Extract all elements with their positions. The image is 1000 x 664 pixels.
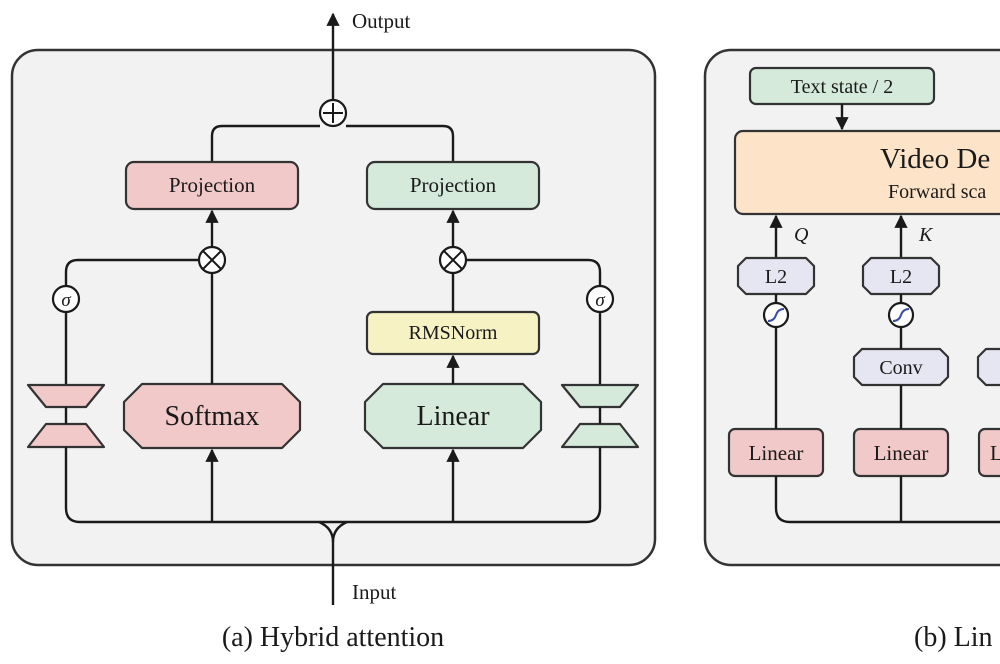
linear-k-box: Linear <box>852 427 950 478</box>
rmsnorm-box: RMSNorm <box>365 310 541 356</box>
wire-gate-left-to-mul <box>64 258 199 286</box>
bottleneck-right-icon <box>560 383 640 449</box>
video-block-subtitle: Forward sca <box>888 181 986 203</box>
rmsnorm-label: RMSNorm <box>409 322 498 344</box>
conv-box: Conv <box>852 347 950 387</box>
output-label: Output <box>352 9 411 33</box>
panel-b-frame <box>703 48 1000 567</box>
multiply-left-node <box>197 245 227 275</box>
input-label: Input <box>352 580 396 604</box>
caption-a: (a) Hybrid attention <box>222 622 444 653</box>
softmax-label: Softmax <box>165 401 260 432</box>
linear-third-box: L <box>977 427 1000 478</box>
linear-q-label: Linear <box>749 441 804 465</box>
sigma-left-label: σ <box>61 290 71 311</box>
text-state-label: Text state / 2 <box>791 76 893 98</box>
wire-gate-right-to-mul <box>466 258 602 286</box>
linear-label: Linear <box>416 401 490 432</box>
bottleneck-left-icon <box>26 383 106 449</box>
softmax-box: Softmax <box>122 382 302 450</box>
linear-third-label: L <box>990 441 1000 465</box>
input-stem-right <box>331 520 348 543</box>
video-block-box: Video De Forward sca <box>733 129 1000 216</box>
activation-k-icon <box>887 301 915 329</box>
projection-left-box: Projection <box>124 160 300 211</box>
panel-b: Text state / 2 Video De Forward sca Q K … <box>703 48 1000 653</box>
sigma-left-node: σ <box>51 284 81 314</box>
linear-k-label: Linear <box>874 441 929 465</box>
conv-third-partial <box>976 347 1000 387</box>
sigma-right-node: σ <box>585 284 615 314</box>
projection-right-box: Projection <box>365 160 541 211</box>
linear-box: Linear <box>363 382 543 450</box>
add-node <box>318 98 348 128</box>
caption-b: (b) Lin <box>914 622 993 653</box>
linear-q-box: Linear <box>727 427 825 478</box>
sigma-right-label: σ <box>595 290 605 311</box>
activation-q-icon <box>762 301 790 329</box>
conv-label: Conv <box>879 357 922 379</box>
wire-proj-right-to-add <box>346 124 455 162</box>
l2-q-box: L2 <box>736 256 816 296</box>
projection-right-label: Projection <box>410 173 497 197</box>
l2-k-box: L2 <box>861 256 941 296</box>
input-bus <box>64 447 602 524</box>
l2-q-label: L2 <box>765 266 787 288</box>
multiply-right-node <box>438 245 468 275</box>
text-state-box: Text state / 2 <box>748 66 936 106</box>
video-block-title: Video De <box>880 143 990 175</box>
panel-a: Output Projection Projection <box>10 9 657 653</box>
bus-b <box>774 476 1000 524</box>
q-label: Q <box>794 224 809 246</box>
panel-a-frame <box>10 48 657 567</box>
wire-proj-left-to-add <box>210 124 320 162</box>
projection-left-label: Projection <box>169 173 256 197</box>
l2-k-label: L2 <box>890 266 912 288</box>
k-label: K <box>918 224 934 246</box>
